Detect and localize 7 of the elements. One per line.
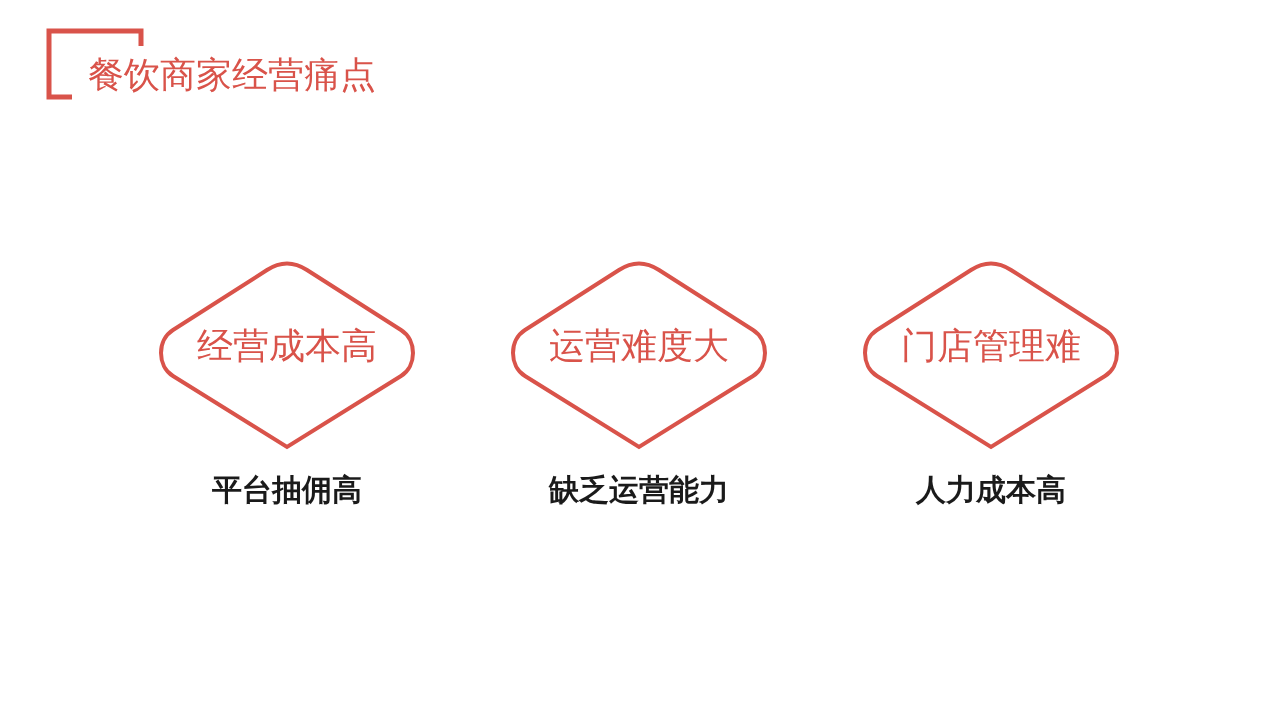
node-label: 缺乏运营能力 <box>547 471 730 509</box>
node-label: 平台抽佣高 <box>211 471 363 509</box>
node-label: 门店管理难 <box>900 324 1082 368</box>
node-label: 经营成本高 <box>196 324 378 368</box>
node-label: 运营难度大 <box>548 324 730 368</box>
node-label: 人力成本高 <box>914 471 1067 509</box>
title: 餐饮商家经营痛点 <box>88 53 376 97</box>
